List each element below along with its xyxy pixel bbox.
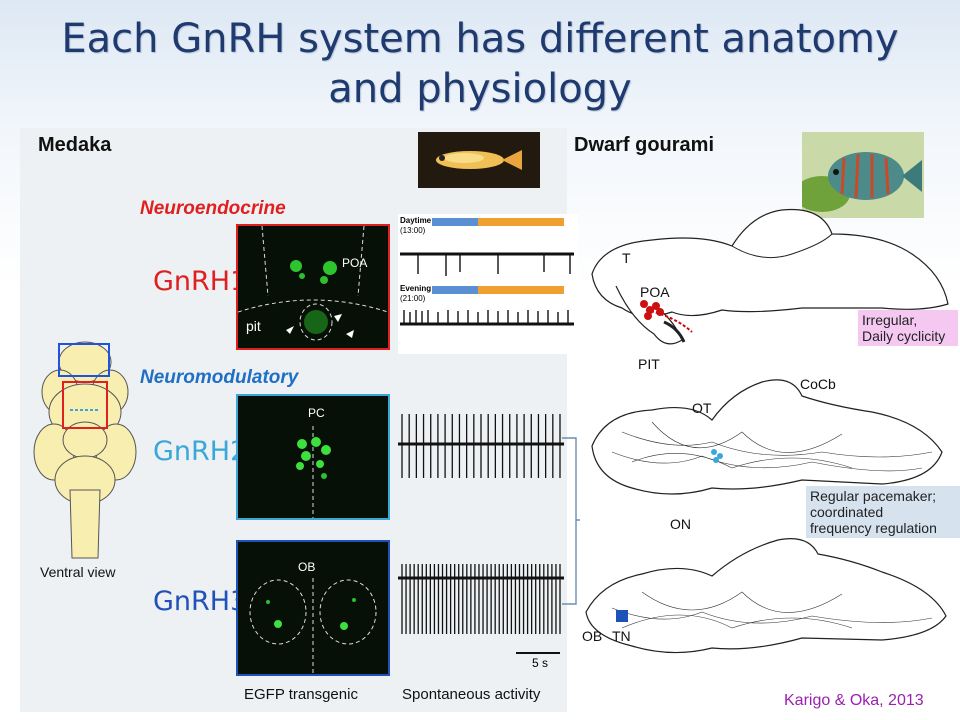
gnrh3-trace [398,556,564,640]
gnrh3-label: GnRH3 [153,586,247,617]
spontaneous-caption: Spontaneous activity [402,686,540,703]
gourami-label-ob: OB [582,628,602,644]
medaka-photo [418,132,540,188]
note-gnrh2-line-2: coordinated [810,504,960,520]
gourami-label-pit: PIT [638,356,660,372]
neuromodulatory-label: Neuromodulatory [140,367,298,389]
gnrh3-micrograph: OB [236,540,390,676]
gourami-label-on: ON [670,516,691,532]
evening-label: Evening [400,284,431,293]
medaka-brain-ventral [26,340,144,560]
daytime-label: Daytime [400,216,431,225]
gnrh2-label: GnRH2 [153,436,247,467]
note-gnrh1-line-1: Irregular, [862,312,954,328]
gnrh2-trace [398,410,564,484]
gourami-label-cocb: CoCb [800,376,836,392]
medaka-heading: Medaka [38,134,111,157]
gourami-brain-gnrh3: OB TN [582,532,954,670]
gourami-label-t: T [622,250,631,266]
neuromodulatory-bracket [560,436,580,606]
daytime-time: (13:00) [400,226,425,235]
gourami-label-ot: OT [692,400,711,416]
micro-pc-label: PC [308,406,325,420]
evening-time: (21:00) [400,294,425,303]
slide-title: Each GnRH system has different anatomy a… [0,14,960,114]
note-gnrh1: Irregular, Daily cyclicity [858,310,958,346]
scale-bar [516,652,560,654]
title-line-2: and physiology [0,64,960,114]
title-line-1: Each GnRH system has different anatomy [0,14,960,64]
gnrh2-micrograph: PC [236,394,390,520]
gourami-label-poa: POA [640,284,670,300]
note-gnrh2-gnrh3: Regular pacemaker; coordinated frequency… [806,486,960,538]
gourami-brain-gnrh1: T POA PIT [582,204,954,372]
micro-poa-label: POA [342,256,367,270]
note-gnrh1-line-2: Daily cyclicity [862,328,954,344]
gourami-heading: Dwarf gourami [574,134,714,157]
scale-bar-label: 5 s [532,656,548,670]
egfp-caption: EGFP transgenic [244,686,358,703]
gourami-label-tn: TN [612,628,631,644]
gnrh1-traces: Daytime (13:00) Evening (21:00) [398,214,578,354]
gnrh1-label: GnRH1 [153,266,247,297]
ventral-view-label: Ventral view [40,564,115,580]
micro-pit-label: pit [246,318,261,334]
citation: Karigo & Oka, 2013 [784,692,924,710]
gnrh1-micrograph: POA pit [236,224,390,350]
note-gnrh2-line-1: Regular pacemaker; [810,488,960,504]
neuroendocrine-label: Neuroendocrine [140,198,286,220]
micro-ob-label: OB [298,560,315,574]
